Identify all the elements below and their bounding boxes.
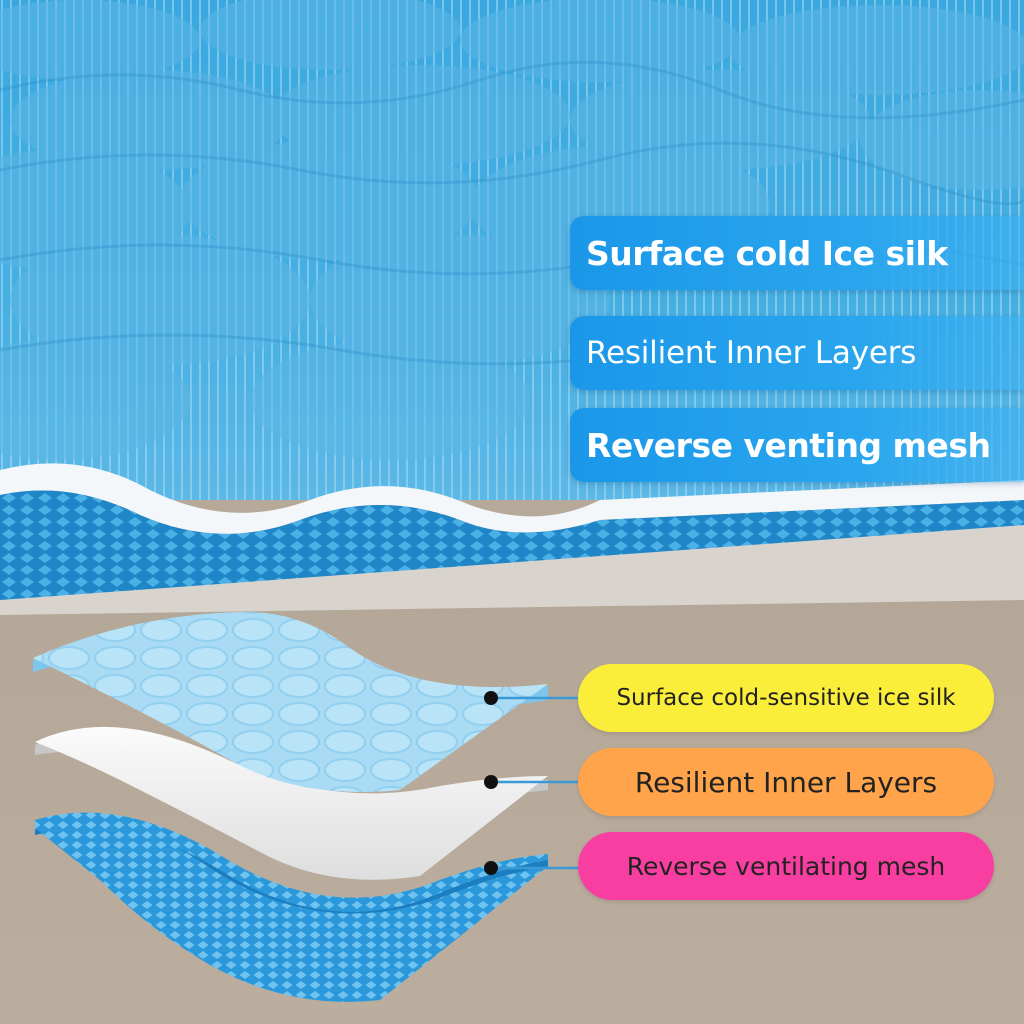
pill-mesh: Reverse ventilating mesh <box>578 832 994 900</box>
connectors <box>484 691 580 875</box>
layer-inner <box>35 726 548 880</box>
label-inner-top: Resilient Inner Layers <box>570 316 1024 390</box>
layer-surface <box>33 611 548 792</box>
pill-inner-text: Resilient Inner Layers <box>634 765 938 799</box>
layer-mesh <box>35 812 548 1002</box>
mesh-edge <box>0 490 1024 600</box>
quilt-puffs <box>0 0 1024 460</box>
label-surface-top-text: Surface cold Ice silk <box>586 233 948 273</box>
pill-surface: Surface cold-sensitive ice silk <box>578 664 994 732</box>
pill-inner: Resilient Inner Layers <box>578 748 994 816</box>
filling-edge <box>0 463 1024 534</box>
label-surface-top: Surface cold Ice silk <box>570 216 1024 290</box>
pill-surface-text: Surface cold-sensitive ice silk <box>616 685 956 711</box>
label-mesh-top-text: Reverse venting mesh <box>586 425 991 465</box>
pill-mesh-text: Reverse ventilating mesh <box>626 851 946 881</box>
label-inner-top-text: Resilient Inner Layers <box>586 335 917 371</box>
label-mesh-top: Reverse venting mesh <box>570 408 1024 482</box>
